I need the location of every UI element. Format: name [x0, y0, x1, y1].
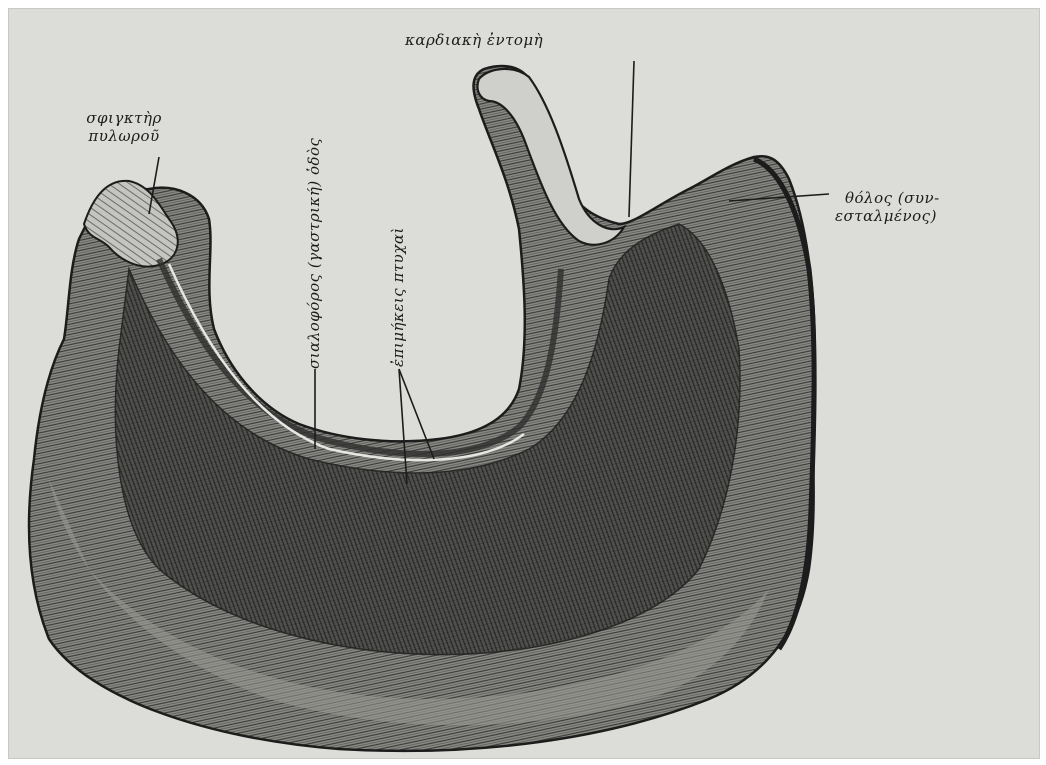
label-fundus-line1: θόλος (συν- [835, 189, 940, 207]
label-pylorus: σφιγκτὴρ πυλωροῦ [49, 109, 199, 145]
label-salivary-path: σιαλοφόρος (γαστρική) ὁδὸς [305, 138, 323, 369]
label-fundus: θόλος (συν- εσταλμένος) [835, 189, 940, 225]
cardiac-incisure-pointer [629, 61, 634, 217]
label-pylorus-line2: πυλωροῦ [49, 127, 199, 145]
label-longitudinal-folds: ἐπιμήκεις πτυχαὶ [389, 227, 407, 367]
engraving-plate: σφιγκτὴρ πυλωροῦ καρδιακὴ ἐντομὴ θόλος (… [8, 8, 1040, 759]
label-fundus-line2: εσταλμένος) [835, 207, 940, 225]
label-pylorus-line1: σφιγκτὴρ [49, 109, 199, 127]
label-cardiac-incisure: καρδιακὴ ἐντομὴ [405, 31, 543, 49]
